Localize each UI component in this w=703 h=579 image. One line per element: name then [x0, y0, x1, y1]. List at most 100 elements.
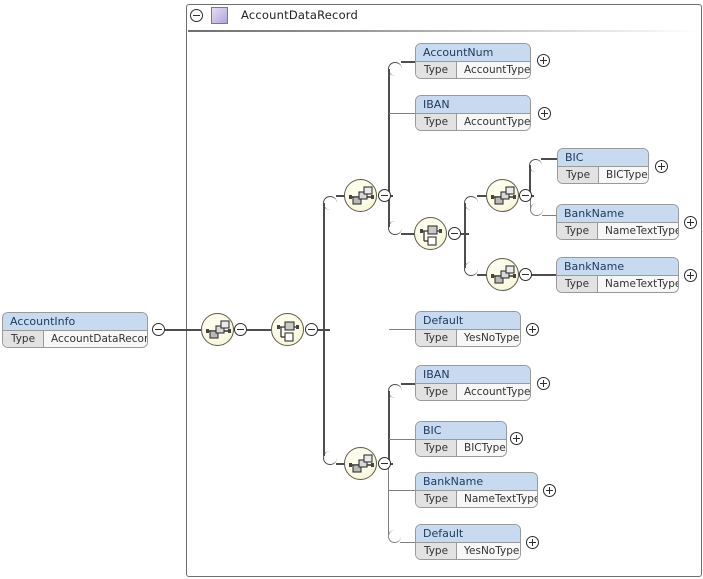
type-value: AccountType	[464, 386, 530, 398]
compositor-sequence-root[interactable]	[201, 313, 234, 346]
line-to-bankname-a1	[542, 215, 556, 216]
element-name: IBAN	[416, 366, 530, 384]
complex-type-title: AccountDataRecord	[241, 8, 359, 22]
bankname-a1-expand-toggle[interactable]	[684, 216, 697, 229]
element-name: BIC	[558, 149, 648, 167]
element-accountinfo[interactable]: AccountInfo Type AccountDataRecord	[2, 312, 148, 348]
line-seqa-up	[388, 69, 390, 197]
compositor-sequence-a2[interactable]	[486, 258, 519, 291]
sequence-icon	[349, 454, 374, 473]
element-iban-a[interactable]: IBAN Type AccountType	[415, 95, 531, 131]
element-name: BankName	[557, 258, 678, 276]
element-type-row: Type AccountType	[416, 62, 530, 78]
type-label: Type	[416, 330, 457, 346]
seq-b-collapse-toggle[interactable]	[378, 457, 391, 470]
line-root-to-seq	[165, 329, 201, 331]
type-value: BICType	[606, 169, 648, 181]
type-value: AccountType	[464, 116, 530, 128]
element-name: BankName	[416, 473, 537, 491]
type-label: Type	[416, 114, 457, 130]
compositor-sequence-a1[interactable]	[486, 179, 519, 212]
complex-type-collapse-toggle[interactable]	[190, 8, 203, 22]
line-to-bankname-a2	[524, 274, 556, 276]
iban-a-expand-toggle[interactable]	[538, 107, 551, 120]
type-value: AccountDataRecord	[51, 333, 147, 345]
element-type-row: Type NameTextType	[557, 276, 678, 292]
type-label: Type	[416, 440, 457, 456]
line-seqa-down	[388, 195, 390, 227]
line-choice-branch-down	[336, 463, 346, 465]
type-label: Type	[3, 331, 44, 347]
bankname-a2-expand-toggle[interactable]	[684, 269, 697, 282]
type-label: Type	[416, 491, 457, 507]
choice-icon	[277, 321, 299, 342]
element-name: AccountInfo	[3, 313, 147, 331]
type-value: YesNoType	[464, 332, 520, 344]
type-label: Type	[558, 167, 599, 183]
element-accountnum[interactable]: AccountNum Type AccountType	[415, 43, 531, 79]
corner-choice-down	[323, 451, 337, 465]
element-bic-a[interactable]: BIC Type BICType	[557, 148, 649, 184]
accountinfo-collapse-toggle[interactable]	[152, 323, 165, 336]
corner-choice-up	[323, 196, 337, 210]
line-to-seq-a1	[477, 195, 487, 197]
element-bankname-b[interactable]: BankName Type NameTextType	[415, 472, 538, 508]
line-seqa1-up	[529, 165, 531, 197]
choice-root-collapse-toggle[interactable]	[305, 323, 318, 336]
element-bic-b[interactable]: BIC Type BICType	[415, 421, 507, 457]
compositor-choice-a[interactable]	[414, 217, 447, 250]
type-value: NameTextType	[605, 225, 678, 237]
element-type-row: Type AccountDataRecord	[3, 331, 147, 347]
element-bankname-a1[interactable]: BankName Type NameTextType	[556, 204, 679, 240]
line-seqb-up	[388, 391, 390, 465]
corner-seqa1-bankname	[530, 203, 543, 216]
element-name: Default	[416, 312, 520, 330]
bic-a-expand-toggle[interactable]	[655, 160, 668, 173]
bic-b-expand-toggle[interactable]	[510, 432, 523, 445]
type-label: Type	[416, 62, 457, 78]
element-name: BIC	[416, 422, 506, 440]
element-default-a[interactable]: Default Type YesNoType	[415, 311, 521, 347]
complex-type-swatch-icon	[211, 6, 228, 24]
seq-a1-collapse-toggle[interactable]	[519, 189, 532, 202]
element-type-row: Type BICType	[558, 167, 648, 183]
compositor-sequence-b[interactable]	[344, 447, 377, 480]
seq-root-collapse-toggle[interactable]	[234, 323, 247, 336]
element-type-row: Type AccountType	[416, 114, 530, 130]
compositor-choice-root[interactable]	[271, 313, 304, 346]
element-iban-b[interactable]: IBAN Type AccountType	[415, 365, 531, 401]
element-name: BankName	[557, 205, 678, 223]
complex-type-header: AccountDataRecord	[190, 6, 358, 24]
compositor-sequence-a[interactable]	[344, 179, 377, 212]
iban-b-expand-toggle[interactable]	[537, 377, 550, 390]
element-bankname-a2[interactable]: BankName Type NameTextType	[556, 257, 679, 293]
line-to-bankname-b	[389, 490, 415, 491]
corner-seqa-accountnum	[388, 62, 402, 76]
line-to-bic-a	[541, 158, 557, 160]
line-to-iban-a	[389, 113, 415, 114]
bankname-b-expand-toggle[interactable]	[543, 484, 556, 497]
line-choice-branch-up	[336, 195, 346, 197]
line-to-accountnum	[401, 61, 415, 63]
line-seq-to-choice	[247, 329, 271, 331]
type-label: Type	[416, 384, 457, 400]
line-choicea-up	[464, 203, 466, 235]
choice-a-collapse-toggle[interactable]	[448, 227, 461, 240]
default-a-expand-toggle[interactable]	[526, 323, 539, 336]
element-name: AccountNum	[416, 44, 530, 62]
type-value: NameTextType	[605, 278, 678, 290]
seq-a2-collapse-toggle[interactable]	[519, 268, 532, 281]
default-b-expand-toggle[interactable]	[526, 536, 539, 549]
line-to-default-b	[400, 542, 415, 543]
line-seqa1-down	[530, 196, 531, 208]
seq-a-collapse-toggle[interactable]	[378, 189, 391, 202]
choice-icon	[420, 225, 442, 246]
line-to-choice-a	[401, 233, 415, 235]
complex-type-frame	[186, 4, 702, 577]
corner-seqa-choice	[388, 221, 402, 235]
element-default-b[interactable]: Default Type YesNoType	[415, 524, 521, 560]
accountnum-expand-toggle[interactable]	[537, 54, 550, 67]
line-to-iban-b	[401, 383, 415, 385]
element-name: Default	[416, 525, 520, 543]
header-divider	[188, 30, 699, 32]
